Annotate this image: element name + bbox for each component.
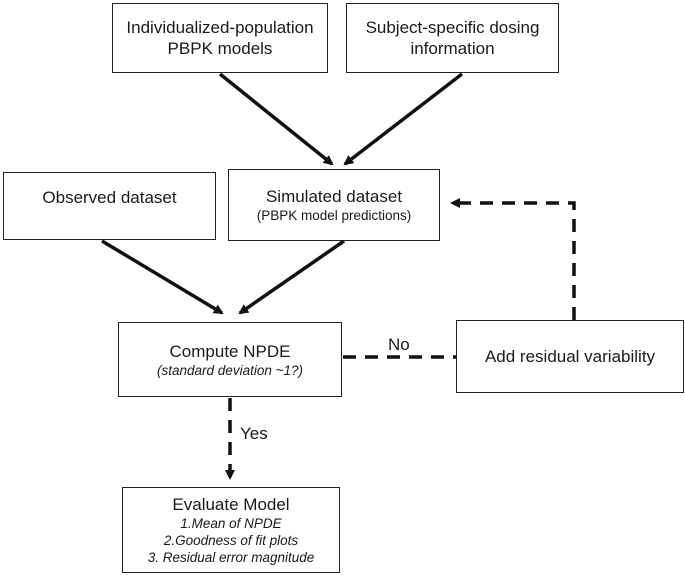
arrow-pbpk-to-simulated (218, 72, 334, 166)
node-simulated-dataset-title: Simulated dataset (265, 187, 403, 206)
node-evaluate-model-title: Evaluate Model (172, 495, 290, 514)
node-simulated-dataset-subtitle: (PBPK model predictions) (256, 208, 412, 223)
node-evaluate-model-item-2: 2.Goodness of fit plots (163, 533, 299, 548)
node-dosing-info: Subject-specific dosing information (346, 3, 559, 73)
node-compute-npde-subtitle: (standard deviation ~1?) (157, 362, 303, 378)
node-add-residual-variability: Add residual variability (456, 320, 684, 393)
node-evaluate-model-item-3: 3. Residual error magnitude (147, 550, 315, 565)
edge-label-yes: Yes (240, 424, 268, 443)
node-dosing-info-line-2: information (410, 39, 495, 58)
node-evaluate-model: Evaluate Model 1.Mean of NPDE 2.Goodness… (122, 487, 340, 573)
arrow-simulated-to-compute (238, 239, 345, 315)
node-pbpk-models: Individualized-population PBPK models (112, 3, 328, 73)
node-compute-npde: Compute NPDE (standard deviation ~1?) (118, 322, 342, 397)
edge-label-no: No (388, 335, 410, 354)
arrow-dosing-to-simulated (343, 72, 464, 166)
node-pbpk-models-line-2: PBPK models (167, 39, 273, 58)
arrow-observed-to-compute (101, 239, 224, 315)
node-observed-dataset-label: Observed dataset (42, 188, 177, 207)
node-add-residual-variability-label: Add residual variability (484, 347, 656, 366)
node-simulated-dataset: Simulated dataset (PBPK model prediction… (228, 169, 440, 241)
node-compute-npde-title: Compute NPDE (169, 341, 291, 361)
arrow-residual-to-simulated (450, 198, 576, 320)
node-dosing-info-line-1: Subject-specific dosing (365, 18, 540, 37)
node-pbpk-models-line-1: Individualized-population (126, 18, 314, 37)
node-evaluate-model-item-1: 1.Mean of NPDE (180, 516, 282, 531)
node-observed-dataset: Observed dataset (3, 172, 216, 240)
